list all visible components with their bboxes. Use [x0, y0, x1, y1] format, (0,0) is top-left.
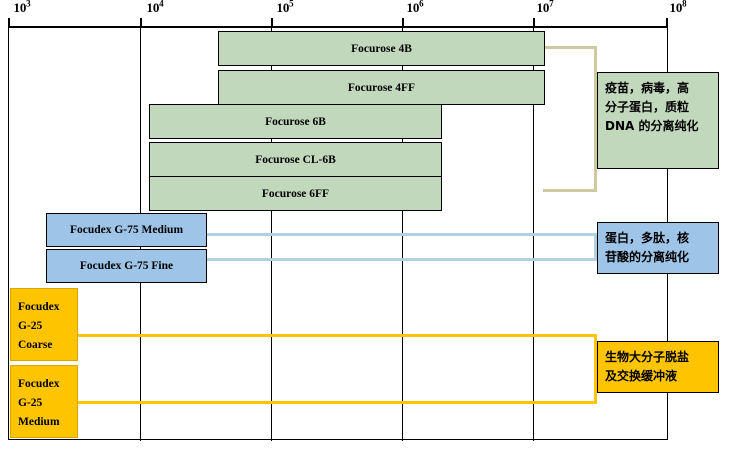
callout-note-blue-line2: 苷酸的分离纯化	[605, 250, 690, 264]
bar-focudex-g75-fine[interactable]: Focudex G-75 Fine	[46, 249, 207, 283]
bar-label-focurose-6ff: Focurose 6FF	[261, 187, 330, 200]
x-axis-line	[8, 26, 668, 28]
yellow-group-bracket	[76, 334, 597, 404]
callout-note-yellow-line1: 生物大分子脱盐	[605, 350, 690, 364]
bar-focurose-cl-6b[interactable]: Focurose CL-6B	[149, 142, 442, 177]
callout-note-green: 疫苗，病毒，高 分子蛋白，质粒 DNA 的分离纯化	[597, 72, 719, 169]
callout-note-green-line1: 疫苗，病毒，高	[605, 81, 690, 95]
callout-note-blue-line1: 蛋白，多肽，核	[605, 231, 690, 245]
axis-tick-1e7	[533, 18, 535, 26]
axis-tick-exponent-1e7: 7	[549, 0, 554, 9]
axis-tick-label-1e5: 105	[276, 0, 294, 15]
axis-tick-label-1e7: 107	[536, 0, 554, 15]
axis-tick-1e4	[140, 18, 142, 26]
bar-label-focudex-g25-coarse-line2: G-25	[18, 320, 43, 332]
bar-label-focurose-4ff: Focurose 4FF	[347, 81, 416, 94]
bar-label-focudex-g25-medium-line3: Medium	[18, 416, 60, 428]
bar-focurose-4ff[interactable]: Focurose 4FF	[218, 70, 545, 105]
callout-note-green-line2: 分子蛋白，质粒	[605, 100, 690, 114]
axis-tick-exponent-1e4: 4	[159, 0, 164, 9]
bar-label-focudex-g75-fine: Focudex G-75 Fine	[79, 260, 174, 272]
blue-group-bracket	[205, 233, 597, 261]
callout-note-yellow: 生物大分子脱盐 及交换缓冲液	[597, 341, 719, 393]
bar-focudex-g25-coarse[interactable]: Focudex G-25 Coarse	[10, 288, 78, 361]
bar-label-focudex-g25-coarse-line1: Focudex	[18, 301, 60, 313]
callout-note-yellow-line2: 及交换缓冲液	[605, 369, 678, 383]
bar-label-focudex-g25-coarse-line3: Coarse	[18, 339, 53, 351]
callout-note-green-line3: DNA 的分离纯化	[605, 119, 699, 133]
axis-tick-1e6	[402, 18, 404, 26]
axis-tick-label-1e6: 106	[406, 0, 424, 15]
bar-focudex-g75-medium[interactable]: Focudex G-75 Medium	[46, 213, 207, 247]
bar-label-focurose-6b: Focurose 6B	[265, 115, 326, 128]
bar-focurose-6b[interactable]: Focurose 6B	[149, 104, 442, 139]
axis-tick-exponent-1e6: 6	[419, 0, 424, 9]
green-group-bracket	[543, 46, 597, 192]
bar-label-focurose-cl-6b: Focurose CL-6B	[255, 153, 336, 166]
axis-tick-label-1e8: 108	[669, 0, 687, 15]
bar-label-focudex-g25-medium-line1: Focudex	[18, 378, 60, 390]
axis-tick-1e5	[271, 18, 273, 26]
bar-label-focudex-g75-medium: Focudex G-75 Medium	[69, 224, 184, 236]
bar-label-focurose-4b: Focurose 4B	[351, 42, 412, 55]
axis-tick-label-1e4: 104	[146, 0, 164, 15]
axis-tick-label-1e3: 103	[13, 0, 31, 15]
bar-label-focudex-g25-medium-line2: G-25	[18, 397, 43, 409]
axis-tick-1e8	[666, 18, 668, 26]
bar-focudex-g25-medium[interactable]: Focudex G-25 Medium	[10, 365, 78, 438]
callout-note-blue: 蛋白，多肽，核 苷酸的分离纯化	[597, 222, 719, 274]
axis-tick-exponent-1e3: 3	[26, 0, 31, 9]
bar-focurose-4b[interactable]: Focurose 4B	[218, 31, 545, 66]
axis-tick-exponent-1e5: 5	[289, 0, 294, 9]
axis-tick-1e3	[8, 18, 10, 26]
axis-tick-exponent-1e8: 8	[682, 0, 687, 9]
bar-focurose-6ff[interactable]: Focurose 6FF	[149, 176, 442, 211]
